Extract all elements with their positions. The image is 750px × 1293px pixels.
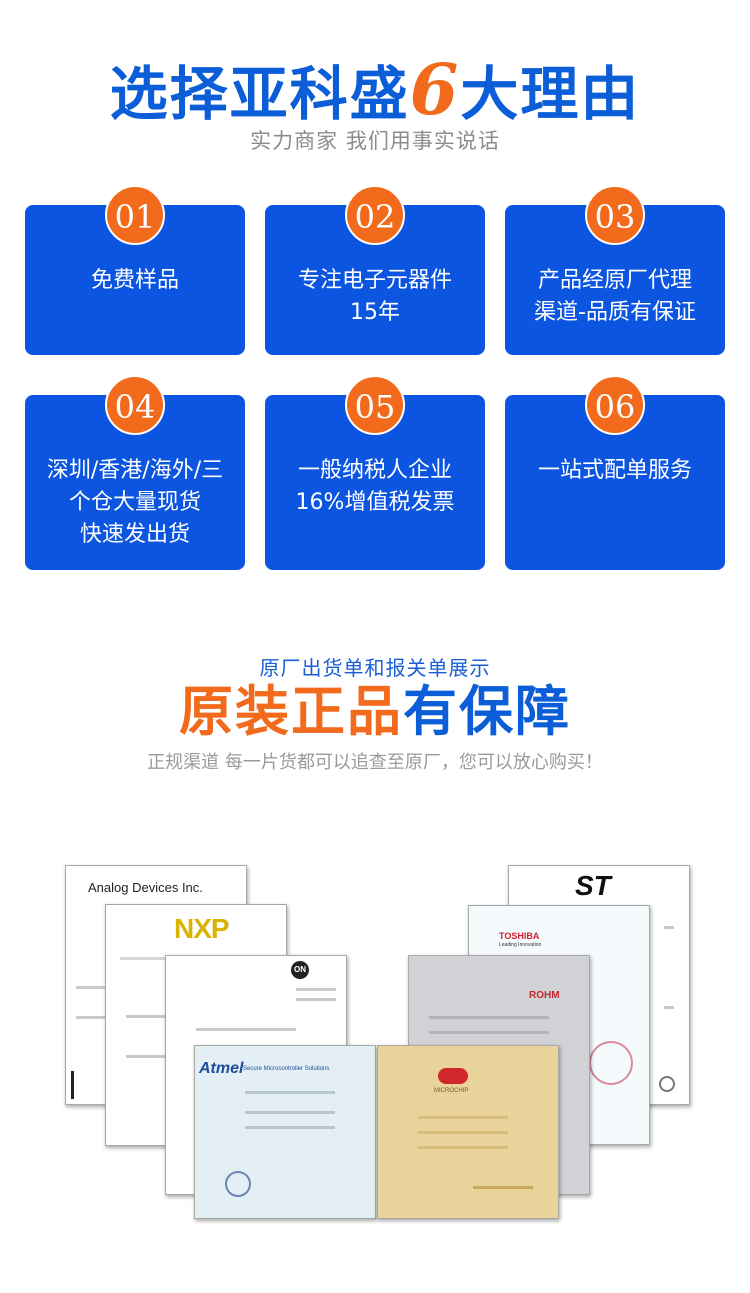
reason-text: 专注电子元器件 15年 <box>297 268 452 325</box>
reason-number-badge: 06 <box>585 375 645 435</box>
toshiba-tagline: Leading Innovation <box>499 942 542 948</box>
title-number: 6 <box>409 48 461 131</box>
rohm-logo: ROHM <box>529 990 560 1001</box>
section2-subtitle: 正规渠道 每一片货都可以追查至原厂，您可以放心购买！ <box>147 752 603 773</box>
section2-title-blue: 有保障 <box>403 679 571 743</box>
reason-text: 免费样品 <box>90 268 179 293</box>
microchip-label: MICROCHIP <box>434 1088 469 1094</box>
reason-text: 深圳/香港/海外/三 个仓大量现货 快速发出货 <box>46 458 224 547</box>
reason-card-4: 04 深圳/香港/海外/三 个仓大量现货 快速发出货 <box>25 375 245 570</box>
certificate-microchip: MICROCHIP <box>377 1045 559 1219</box>
title-part2: 大理由 <box>460 60 641 128</box>
section2-title-orange: 原装正品 <box>179 679 403 743</box>
reason-number-badge: 03 <box>585 185 645 245</box>
microchip-logo <box>438 1068 468 1084</box>
reason-card-2: 02 专注电子元器件 15年 <box>265 185 485 355</box>
st-seal-icon <box>659 1076 675 1092</box>
reason-number-badge: 01 <box>105 185 165 245</box>
page-subtitle: 实力商家 我们用事实说话 <box>250 129 500 153</box>
st-logo: ST <box>575 870 611 901</box>
reason-card-1: 01 免费样品 <box>25 185 245 355</box>
page-title: 选择亚科盛6大理由 <box>0 50 750 134</box>
reason-text: 一般纳税人企业 16%增值税发票 <box>295 458 455 515</box>
toshiba-logo: TOSHIBA <box>499 931 540 941</box>
section2-pretitle: 原厂出货单和报关单展示 <box>259 656 491 680</box>
reason-card-5: 05 一般纳税人企业 16%增值税发票 <box>265 375 485 570</box>
atmel-logo: Atmel <box>199 1060 244 1077</box>
reason-number-badge: 05 <box>345 375 405 435</box>
reason-card-6: 06 一站式配单服务 <box>505 375 725 570</box>
toshiba-seal-icon <box>589 1041 633 1085</box>
analog-devices-logo: Analog Devices Inc. <box>88 880 203 895</box>
on-semi-logo: ON <box>291 961 309 979</box>
reason-card-3: 03 产品经原厂代理 渠道-品质有保证 <box>505 185 725 355</box>
reason-text: 一站式配单服务 <box>537 458 692 483</box>
certificate-atmel: Atmel Secure Microcontroller Solutions <box>194 1045 376 1219</box>
reason-text: 产品经原厂代理 渠道-品质有保证 <box>534 268 696 325</box>
section2-title: 原装正品有保障 <box>0 674 750 748</box>
title-part1: 选择亚科盛 <box>109 60 410 128</box>
reason-number-badge: 02 <box>345 185 405 245</box>
atmel-tagline: Secure Microcontroller Solutions <box>243 1066 330 1072</box>
reason-number-badge: 04 <box>105 375 165 435</box>
nxp-logo: NXP <box>174 913 230 944</box>
atmel-seal-icon <box>225 1171 251 1197</box>
